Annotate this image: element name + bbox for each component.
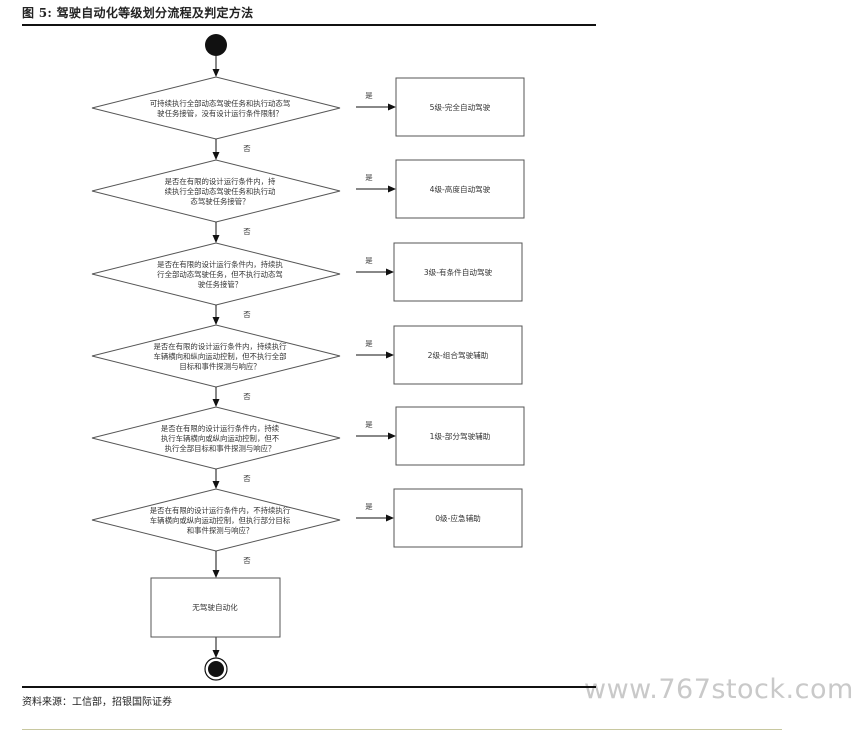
decision-question-line: 是否在有限的设计运行条件内，持续执 [157, 260, 283, 269]
decision-question-line: 车辆横向和纵向运动控制，但不执行全部 [153, 352, 286, 361]
level-label: 0级-应急辅助 [435, 513, 481, 523]
decision-question-line: 是否在有限的设计运行条件内，持续执行 [153, 342, 287, 351]
decision-question-line: 执行车辆横向或纵向运动控制，但不 [161, 434, 280, 443]
bottom-rule [22, 686, 596, 688]
decision-question-line: 是否在有限的设计运行条件内，持续 [161, 424, 280, 433]
no-label: 否 [243, 144, 251, 153]
level-box [395, 159, 525, 219]
final-level-label: 无驾驶自动化 [192, 602, 238, 612]
decision-question-line: 态驾驶任务接管？ [190, 197, 249, 206]
decision-diamond [91, 324, 341, 388]
yes-label: 是 [365, 339, 373, 348]
decision-diamond [91, 406, 341, 470]
level-label: 1级-部分驾驶辅助 [430, 431, 491, 441]
figure-title: 图 5: 驾驶自动化等级划分流程及判定方法 [22, 6, 254, 20]
footer-line [22, 729, 782, 730]
no-label: 否 [243, 556, 251, 565]
end-node [208, 661, 224, 677]
decision-question-line: 执行全部目标和事件探测与响应？ [165, 444, 276, 453]
watermark: www.767stock.com [584, 674, 854, 705]
level-label: 3级-有条件自动驾驶 [424, 267, 493, 277]
yes-label: 是 [365, 91, 373, 100]
decision-question-line: 可持续执行全部动态驾驶任务和执行动态驾 [150, 99, 290, 108]
decision-question-line: 目标和事件探测与响应？ [179, 362, 260, 371]
decision-question-line: 续执行全部动态驾驶任务和执行动 [165, 187, 276, 196]
top-rule [22, 24, 596, 26]
level-box [393, 325, 523, 385]
no-label: 否 [243, 474, 251, 483]
level-label: 5级-完全自动驾驶 [430, 102, 491, 112]
source-note: 资料来源：工信部，招银国际证券 [22, 697, 172, 708]
decision-diamond [91, 159, 341, 223]
final-level-box [150, 577, 281, 638]
decision-question-line: 是否在有限的设计运行条件内，不持续执行 [150, 506, 291, 515]
level-box [395, 406, 525, 466]
yes-label: 是 [365, 420, 373, 429]
decision-question-line: 是否在有限的设计运行条件内，持 [165, 177, 276, 186]
no-label: 否 [243, 227, 251, 236]
start-node [205, 34, 227, 56]
level-box [395, 77, 525, 137]
decision-diamond [91, 488, 341, 552]
decision-question-line: 驶任务接管？ [198, 280, 242, 289]
decision-diamond [91, 76, 341, 140]
level-label: 4级-高度自动驾驶 [430, 184, 491, 194]
level-label: 2级-组合驾驶辅助 [428, 350, 489, 360]
decision-question-line: 车辆横向或纵向运动控制，但执行部分目标 [150, 516, 291, 525]
decision-question-line: 驶任务接管，没有设计运行条件限制？ [157, 109, 283, 118]
level-box [393, 242, 523, 302]
level-box [393, 488, 523, 548]
decision-question-line: 行全部动态驾驶任务，但不执行动态驾 [157, 270, 283, 279]
no-label: 否 [243, 392, 251, 401]
yes-label: 是 [365, 502, 373, 511]
decision-diamond [91, 242, 341, 306]
decision-question-line: 和事件探测与响应？ [187, 526, 254, 535]
yes-label: 是 [365, 173, 373, 182]
no-label: 否 [243, 310, 251, 319]
yes-label: 是 [365, 256, 373, 265]
